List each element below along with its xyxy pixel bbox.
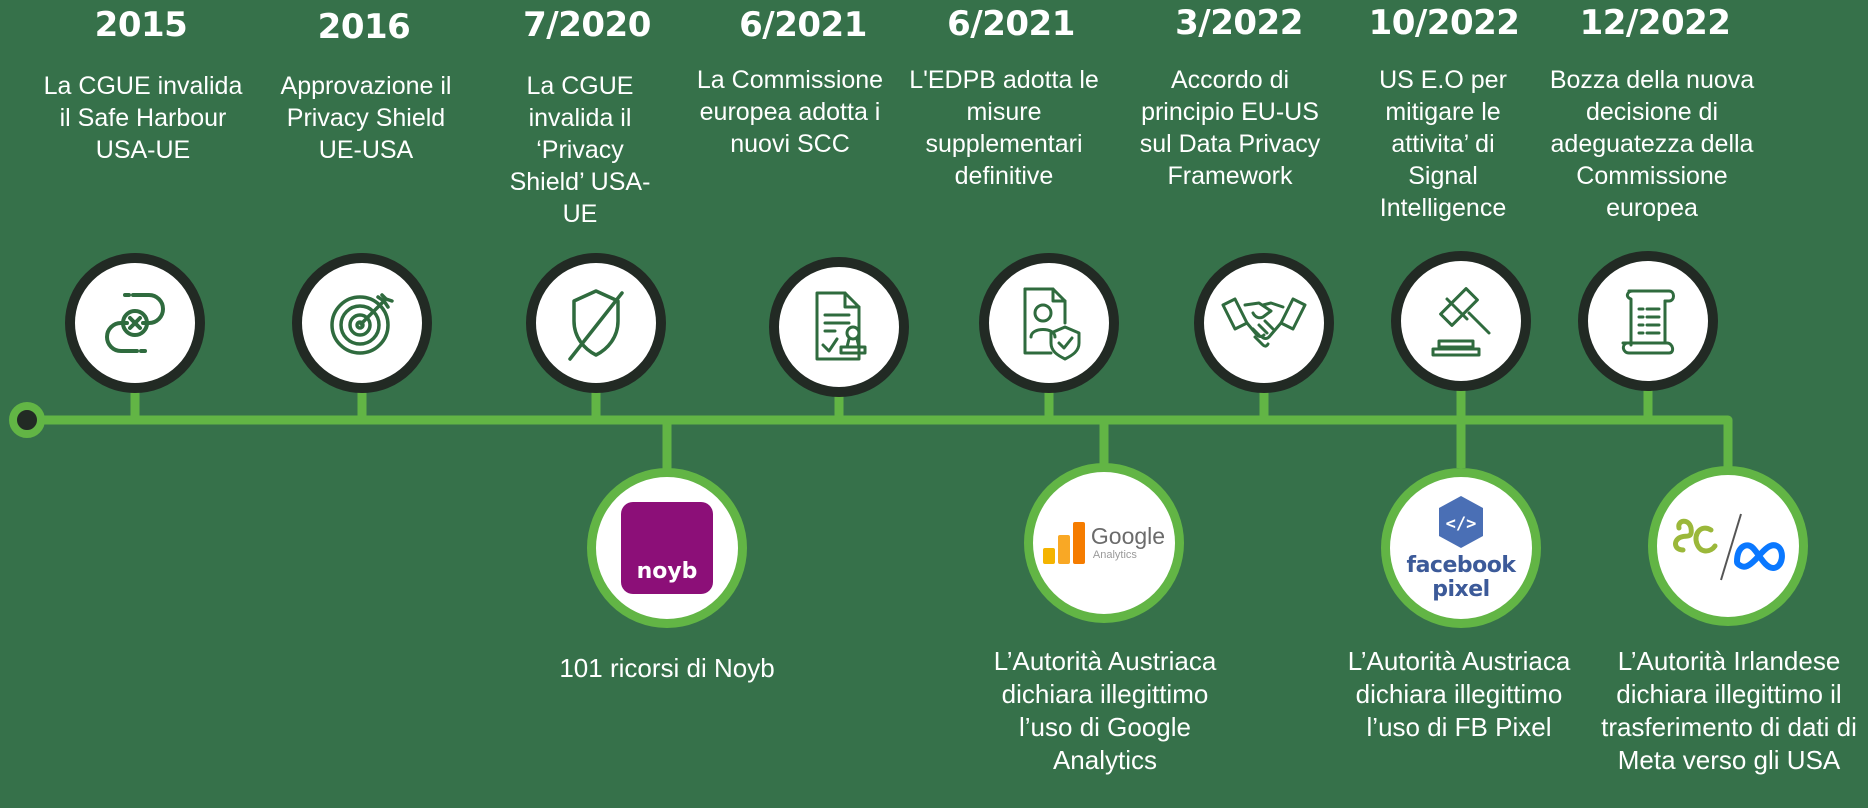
noyb-logo-badge: noyb xyxy=(587,468,747,628)
handshake-icon xyxy=(1221,297,1307,348)
event-icon-badge xyxy=(65,253,205,393)
event-icon-badge xyxy=(292,253,432,393)
event-description: Bozza della nuova decisione di adeguatez… xyxy=(1549,66,1755,222)
event-icon-badge xyxy=(1194,253,1334,393)
event-description: L’Autorità Austriaca dichiara illegittim… xyxy=(993,646,1217,775)
facebook-pixel-logo-subtext: pixel xyxy=(1432,577,1490,602)
event-description: La CGUE invalida il Safe Harbour USA-UE xyxy=(43,72,243,164)
crossed-shield-icon xyxy=(568,289,624,361)
event-icon-badge xyxy=(979,253,1119,393)
facebook-pixel-logo-badge: </> facebook pixel xyxy=(1381,468,1541,628)
event-date: 6/2021 xyxy=(739,5,867,45)
event-icon-badge xyxy=(1578,251,1718,391)
google-analytics-logo-badge: Google Analytics xyxy=(1024,463,1184,623)
code-hexagon-icon: </> xyxy=(1439,496,1483,548)
google-analytics-logo-subtext: Analytics xyxy=(1092,549,1137,561)
meta-logo xyxy=(1673,513,1785,581)
event-description: L’Autorità Austriaca dichiara illegittim… xyxy=(1347,646,1571,742)
event-description: Accordo di principio EU-US sul Data Priv… xyxy=(1139,66,1321,190)
event-description: L’Autorità Irlandese dichiara illegittim… xyxy=(1601,646,1857,775)
event-icon-badge xyxy=(1391,251,1531,391)
broken-link-icon xyxy=(105,293,165,353)
event-description: L'EDPB adotta le misure supplementari de… xyxy=(909,66,1099,190)
google-analytics-logo: Google Analytics xyxy=(1042,522,1166,564)
event-description: US E.O per mitigare le attivita’ di Sign… xyxy=(1379,66,1507,222)
gavel-icon xyxy=(1431,287,1491,357)
scroll-icon xyxy=(1621,289,1675,355)
noyb-logo: noyb xyxy=(621,502,713,594)
event-date: 2016 xyxy=(317,7,411,47)
noyb-logo-text: noyb xyxy=(636,559,698,584)
event-date: 7/2020 xyxy=(523,5,651,45)
timeline-start-node xyxy=(9,402,45,438)
facebook-pixel-logo-text: facebook xyxy=(1406,553,1517,578)
event-icon-badge xyxy=(769,257,909,397)
svg-text:</>: </> xyxy=(1446,514,1477,534)
event-date: 6/2021 xyxy=(947,4,1075,44)
event-date: 3/2022 xyxy=(1175,3,1303,43)
event-date: 10/2022 xyxy=(1368,3,1520,43)
event-icon-badge xyxy=(526,253,666,393)
analytics-bars-icon xyxy=(1042,522,1085,564)
event-description: 101 ricorsi di Noyb xyxy=(559,653,775,683)
google-analytics-logo-text: Google xyxy=(1090,523,1166,549)
event-description: Approvazione il Privacy Shield UE-USA xyxy=(280,72,452,164)
event-description: La CGUE invalida il ‘Privacy Shield’ USA… xyxy=(509,72,651,228)
event-description: La Commissione europea adotta i nuovi SC… xyxy=(696,66,884,158)
event-date: 2015 xyxy=(94,5,188,45)
event-date: 12/2022 xyxy=(1579,3,1731,43)
stamped-document-icon xyxy=(815,291,867,361)
target-icon xyxy=(330,293,394,355)
protected-profile-document-icon xyxy=(1023,287,1081,361)
meta-logo-badge xyxy=(1648,466,1808,626)
